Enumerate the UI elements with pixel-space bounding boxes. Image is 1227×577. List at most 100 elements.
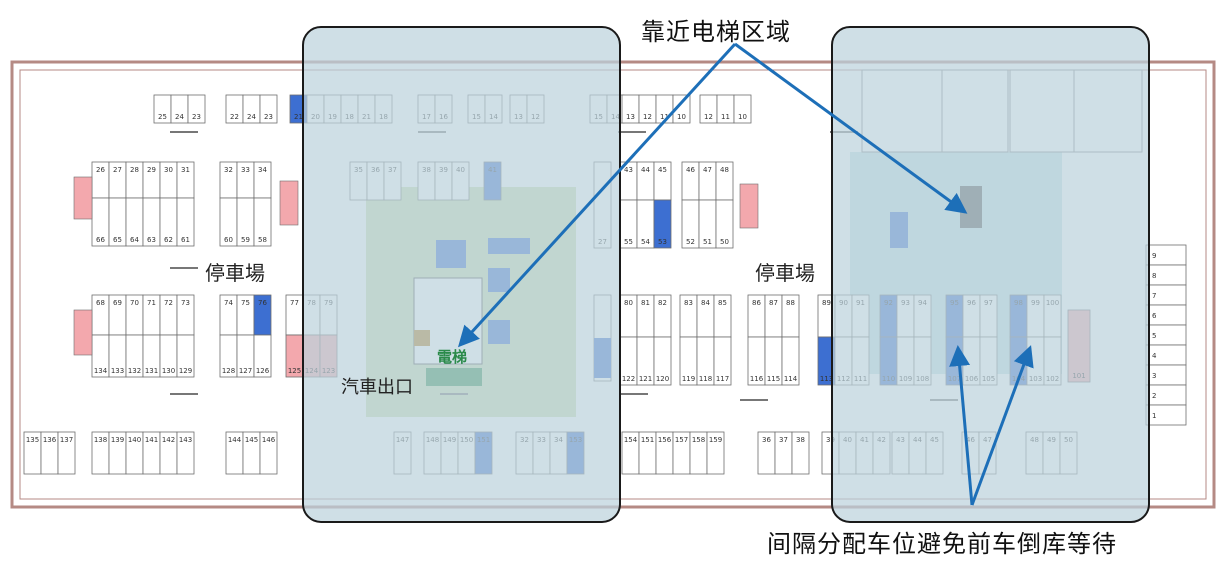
- parking-slot-number: 115: [767, 375, 780, 383]
- parking-slot-number: 38: [796, 436, 805, 444]
- parking-slot-number: 27: [113, 166, 122, 174]
- parking-area-label-right: 停車場: [755, 261, 815, 285]
- parking-slot-number: 84: [701, 299, 710, 307]
- parking-slot-number: 46: [686, 166, 695, 174]
- parking-slot-number: 22: [230, 113, 239, 121]
- parking-slot-number: 54: [641, 238, 650, 246]
- parking-slot-number: 50: [720, 238, 729, 246]
- parking-slot-number: 2: [1152, 392, 1156, 400]
- parking-slot: [715, 199, 734, 249]
- parking-slot-number: 137: [60, 436, 73, 444]
- parking-slot-number: 143: [179, 436, 192, 444]
- parking-slot-number: 121: [639, 375, 652, 383]
- parking-slot-number: 63: [147, 236, 156, 244]
- parking-slot-number: 45: [658, 166, 667, 174]
- parking-slot-number: 61: [181, 236, 190, 244]
- parking-slot-number: 30: [164, 166, 173, 174]
- parking-slot-number: 4: [1152, 352, 1157, 360]
- parking-slot: [713, 336, 732, 386]
- parking-slot: [706, 431, 725, 475]
- parking-slot: [187, 94, 206, 124]
- parking-slot-number: 7: [1152, 292, 1156, 300]
- parking-slot-number: 77: [290, 299, 299, 307]
- parking-slot-number: 52: [686, 238, 695, 246]
- parking-slot: [653, 199, 672, 249]
- parking-slot-number: 146: [262, 436, 276, 444]
- parking-slot-number: 127: [239, 367, 252, 375]
- interval-allocation-annotation: 间隔分配车位避免前车倒库等待: [767, 530, 1117, 558]
- parking-slot-number: 139: [111, 436, 124, 444]
- parking-slot-number: 120: [656, 375, 669, 383]
- parking-slot-number: 157: [675, 436, 688, 444]
- arrow-to-interval-slot-2: [970, 345, 1034, 506]
- parking-slot-number: 145: [245, 436, 258, 444]
- parking-slot-number: 125: [288, 367, 301, 375]
- parking-slot-number: 70: [130, 299, 139, 307]
- parking-slot-number: 136: [43, 436, 57, 444]
- parking-slot-number: 118: [699, 375, 712, 383]
- parking-slot-number: 64: [130, 236, 139, 244]
- parking-slot: [259, 94, 278, 124]
- parking-slot-number: 37: [779, 436, 788, 444]
- parking-slot-number: 8: [1152, 272, 1156, 280]
- parking-slot-number: 1: [1152, 412, 1156, 420]
- parking-slot-number: 51: [703, 238, 712, 246]
- parking-slot: [253, 197, 272, 247]
- parking-slot-number: 53: [658, 238, 667, 246]
- parking-slot-number: 58: [258, 236, 267, 244]
- parking-slot-number: 47: [703, 166, 712, 174]
- parking-slot-number: 3: [1152, 372, 1156, 380]
- reserved-space: [739, 183, 759, 229]
- parking-slot-number: 140: [128, 436, 141, 444]
- parking-slot: [253, 334, 272, 378]
- parking-slot-number: 36: [762, 436, 771, 444]
- parking-slot: [653, 336, 672, 386]
- parking-slot: [672, 94, 691, 124]
- parking-slot: [733, 94, 752, 124]
- elevator-label: 電梯: [437, 348, 467, 366]
- parking-slot-number: 31: [181, 166, 190, 174]
- arrow-to-elevator-left: [457, 42, 737, 348]
- parking-slot-number: 138: [94, 436, 107, 444]
- parking-slot-number: 144: [228, 436, 242, 444]
- parking-slot: [176, 431, 195, 475]
- parking-slot-number: 85: [718, 299, 727, 307]
- parking-slot-number: 87: [769, 299, 778, 307]
- parking-slot-number: 132: [128, 367, 141, 375]
- parking-slot-number: 142: [162, 436, 175, 444]
- highlight-zone-left: [302, 26, 621, 523]
- parking-slot-number: 119: [682, 375, 695, 383]
- parking-slot-number: 86: [752, 299, 761, 307]
- parking-slot-number: 33: [241, 166, 250, 174]
- parking-slot-number: 55: [624, 238, 633, 246]
- parking-slot-number: 122: [622, 375, 635, 383]
- parking-slot-number: 23: [264, 113, 273, 121]
- parking-slot-number: 6: [1152, 312, 1157, 320]
- reserved-space: [279, 180, 299, 226]
- parking-slot-number: 60: [224, 236, 233, 244]
- parking-area-label-left: 停車場: [205, 261, 265, 285]
- parking-slot-number: 159: [709, 436, 722, 444]
- parking-slot-number: 10: [677, 113, 686, 121]
- parking-slot-number: 151: [641, 436, 654, 444]
- reserved-space: [73, 176, 93, 220]
- parking-slot-number: 24: [247, 113, 256, 121]
- parking-slot-number: 66: [96, 236, 105, 244]
- parking-slot-number: 126: [256, 367, 270, 375]
- elevator-area-annotation: 靠近电梯区域: [641, 18, 791, 46]
- arrow-to-elevator-right: [734, 42, 968, 214]
- parking-slot-number: 135: [26, 436, 39, 444]
- parking-slot: [259, 431, 278, 475]
- parking-slot-number: 44: [641, 166, 650, 174]
- parking-slot-number: 11: [660, 113, 669, 121]
- parking-slot-number: 89: [822, 299, 831, 307]
- parking-slot-number: 130: [162, 367, 175, 375]
- parking-slot-number: 116: [750, 375, 764, 383]
- parking-slot-number: 76: [258, 299, 267, 307]
- parking-slot-number: 29: [147, 166, 156, 174]
- parking-slot-number: 82: [658, 299, 667, 307]
- parking-slot-number: 39: [826, 436, 835, 444]
- parking-slot-number: 83: [684, 299, 693, 307]
- parking-slot: [781, 336, 800, 386]
